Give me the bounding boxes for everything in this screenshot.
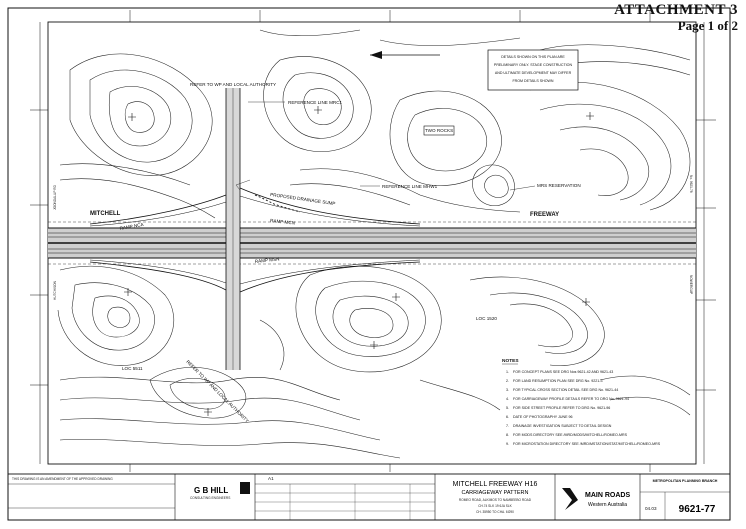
note-text-8: FOR MODS DIRECTORY SEE /MRD/MODS/MITCHEL… <box>513 433 628 437</box>
label-ramp-mcn: RAMP MCN <box>270 218 295 226</box>
drawing-date: 04.03 <box>645 506 657 511</box>
north-arrow-icon <box>370 51 440 59</box>
agency-subtitle: Western Australia <box>588 502 627 508</box>
label-freeway: FREEWAY <box>530 212 559 218</box>
title-block: THIS DRAWING IS AN AMENDMENT OF THE APPR… <box>7 473 731 521</box>
note-2: 2. <box>506 379 509 383</box>
details-line-4: FROM DETAILS SHOWN <box>512 79 553 83</box>
label-left-road-1: JOONDALUP RD <box>53 184 57 210</box>
note-text-1: FOR CONCEPT PLANS SEE DRG Nos 9621-42 AN… <box>513 370 613 374</box>
label-left-road-2: HUTCHISON <box>53 280 57 300</box>
note-1: 1. <box>506 370 509 374</box>
note-9: 9. <box>506 442 509 446</box>
note-text-2: FOR LAND RESUMPTION PLAN SEE DRG No. 922… <box>513 379 602 383</box>
label-ramp-nca: RAMP NCA <box>119 222 145 231</box>
label-mitchell: MITCHELL <box>90 211 121 217</box>
note-text-3: FOR TYPICAL CROSS SECTION DETAIL SEE DRG… <box>513 388 618 392</box>
consultant-subtitle: CONSULTING ENGINEERS <box>190 496 230 500</box>
note-7: 7. <box>506 424 509 428</box>
drawing-desc-3: CH. 35950 TO CHA. 6I290 <box>476 510 514 514</box>
survey-marks <box>124 106 594 416</box>
label-ramp-msn: RAMP MSN <box>255 256 280 264</box>
branch-name: METROPOLITAN PLANNING BRANCH <box>653 479 718 483</box>
label-right-road-2: NOWERGUP <box>689 275 693 294</box>
consultant-name: G B HILL <box>194 486 228 495</box>
interchange <box>89 88 421 370</box>
note-8: 8. <box>506 433 509 437</box>
note-6: 6. <box>506 415 509 419</box>
note-4: 4. <box>506 397 509 401</box>
label-drainage-sump: PROPOSED DRAINAGE SUMP <box>270 192 336 206</box>
note-text-7: DRAINAGE INVESTIGATION SUBJECT TO DETAIL… <box>513 424 612 428</box>
sheet-size: A1 <box>268 476 274 481</box>
note-3: 3. <box>506 388 509 392</box>
consultant-logo-icon <box>240 482 250 494</box>
amendment-notice: THIS DRAWING IS AN AMENDMENT OF THE APPR… <box>12 477 113 481</box>
label-reference-line-1: REFERENCE LINE MRC1 <box>288 100 343 105</box>
label-right-road-1: No. 9621-78 <box>689 175 693 193</box>
agency-name: MAIN ROADS <box>585 492 630 499</box>
attachment-number: ATTACHMENT 3 <box>614 2 738 18</box>
notes-panel: NOTES 1. FOR CONCEPT PLANS SEE DRG Nos 9… <box>502 358 661 446</box>
note-text-9: FOR MICROSTATION DIRECTORY SEE /MRD/MSTA… <box>513 442 661 446</box>
notes-title: NOTES <box>502 358 519 364</box>
label-two-rocks: TWO ROCKS <box>425 128 453 133</box>
main-roads-logo-icon <box>562 488 578 510</box>
label-loc-b: LOC 1520 <box>476 316 497 321</box>
note-5: 5. <box>506 406 509 410</box>
drawing-desc-2: CH.74 SLK 19 6JA SLK <box>478 504 512 508</box>
details-line-3: AND ULTIMATE DEVELOPMENT MAY DIFFER <box>495 71 572 75</box>
details-line-2: PRELIMINARY ONLY. STAGE CONSTRUCTION <box>494 63 573 67</box>
grid-ticks <box>30 10 716 472</box>
drawing-number: 9621-77 <box>679 504 716 515</box>
contour-lines <box>57 29 691 459</box>
drawing-desc-1: ROMEO ROAD, ALKIMOS TO NAMBEEBO ROAD <box>459 498 532 502</box>
note-text-5: FOR SIDE STREET PROFILE REFER TO DRG No.… <box>513 406 610 410</box>
project-title: MITCHELL FREEWAY H16 <box>453 481 538 488</box>
label-refer-top: REFER TO WP AND LOCAL AUTHORITY <box>190 82 276 87</box>
details-note-box: DETAILS SHOWN ON THIS PLAN ARE PRELIMINA… <box>487 49 579 91</box>
drawing-subtitle: CARRIAGEWAY PATTERN <box>462 490 529 496</box>
label-mrs-reservation: MRS RESERVATION <box>537 183 581 188</box>
note-text-4: FOR CARRIAGEWAY PROFILE DETAILS REFER TO… <box>513 397 629 401</box>
freeway-corridor <box>48 221 696 265</box>
note-text-6: DATE OF PHOTOGRAPHY JUNE 96 <box>513 415 573 419</box>
label-loc-a: LOC 5511 <box>122 366 143 371</box>
details-line-1: DETAILS SHOWN ON THIS PLAN ARE <box>501 55 565 59</box>
label-reference-line-2: REFERENCE LINE MHW1 <box>382 184 438 189</box>
